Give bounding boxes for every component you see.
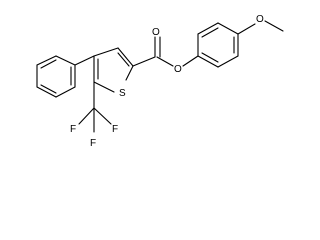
bond	[217, 22, 239, 35]
fluorine-label: F	[112, 124, 118, 135]
thiophene-sulfur-label: S	[119, 88, 126, 99]
double-bond-inner	[117, 52, 130, 67]
bond	[55, 86, 76, 98]
bond-methyl	[264, 20, 284, 32]
bond	[182, 55, 199, 67]
methoxy-group: O	[237, 14, 284, 35]
bond	[156, 56, 174, 67]
bond	[125, 65, 134, 81]
structure-canvas: S F F F O O O	[36, 14, 284, 149]
bond	[78, 107, 95, 125]
double-bond-inner	[40, 59, 57, 69]
double-bond-inner	[201, 27, 219, 38]
bond	[93, 107, 112, 125]
phenyl-ring	[36, 55, 76, 98]
carbonyl-oxygen-label: O	[152, 27, 160, 38]
bond	[93, 47, 119, 57]
double-bond-inner	[201, 52, 219, 63]
bond	[132, 56, 156, 67]
fluorine-label: F	[70, 124, 76, 135]
bond	[217, 55, 239, 68]
bond-phenyl-thiophene	[74, 55, 95, 66]
methoxyphenyl-ring	[197, 22, 239, 68]
trifluoromethyl-group: F F F	[70, 81, 118, 149]
chemical-structure: S F F F O O O	[36, 14, 284, 149]
bond	[36, 55, 57, 66]
ether-oxygen-label: O	[256, 14, 264, 25]
bond	[197, 22, 219, 35]
bond	[117, 47, 134, 67]
ester-oxygen-label: O	[174, 64, 182, 75]
bond	[237, 23, 256, 35]
thiophene-ring: S	[93, 47, 134, 99]
bond	[36, 86, 57, 98]
bond	[197, 55, 219, 68]
double-bond-inner	[40, 84, 57, 94]
bond	[93, 81, 115, 93]
bond	[55, 55, 76, 66]
ester-group: O O	[132, 27, 199, 75]
fluorine-label: F	[90, 138, 96, 149]
